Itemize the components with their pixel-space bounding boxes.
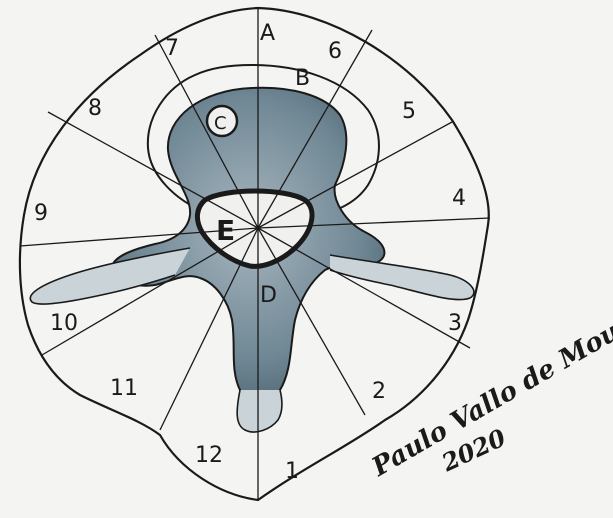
sector-label-8: 8 <box>88 96 102 121</box>
letter-label-d: D <box>260 283 277 308</box>
transverse-process-left <box>30 248 190 304</box>
letter-label-c: C <box>214 113 227 134</box>
sector-label-10: 10 <box>50 311 78 336</box>
sector-label-7: 7 <box>165 36 179 61</box>
sector-label-3: 3 <box>448 311 462 336</box>
sector-label-9: 9 <box>34 201 48 226</box>
sector-label-1: 1 <box>285 459 299 484</box>
letter-label-b: B <box>295 66 310 91</box>
spinous-process <box>237 390 282 432</box>
sector-label-2: 2 <box>372 379 386 404</box>
sector-label-11: 11 <box>110 376 138 401</box>
sector-label-12: 12 <box>195 443 223 468</box>
letter-label-a: A <box>260 21 275 46</box>
sector-label-4: 4 <box>452 186 466 211</box>
sector-label-5: 5 <box>402 99 416 124</box>
letter-label-e: E <box>216 214 235 247</box>
sector-label-6: 6 <box>328 39 342 64</box>
transverse-process-right <box>330 255 474 300</box>
